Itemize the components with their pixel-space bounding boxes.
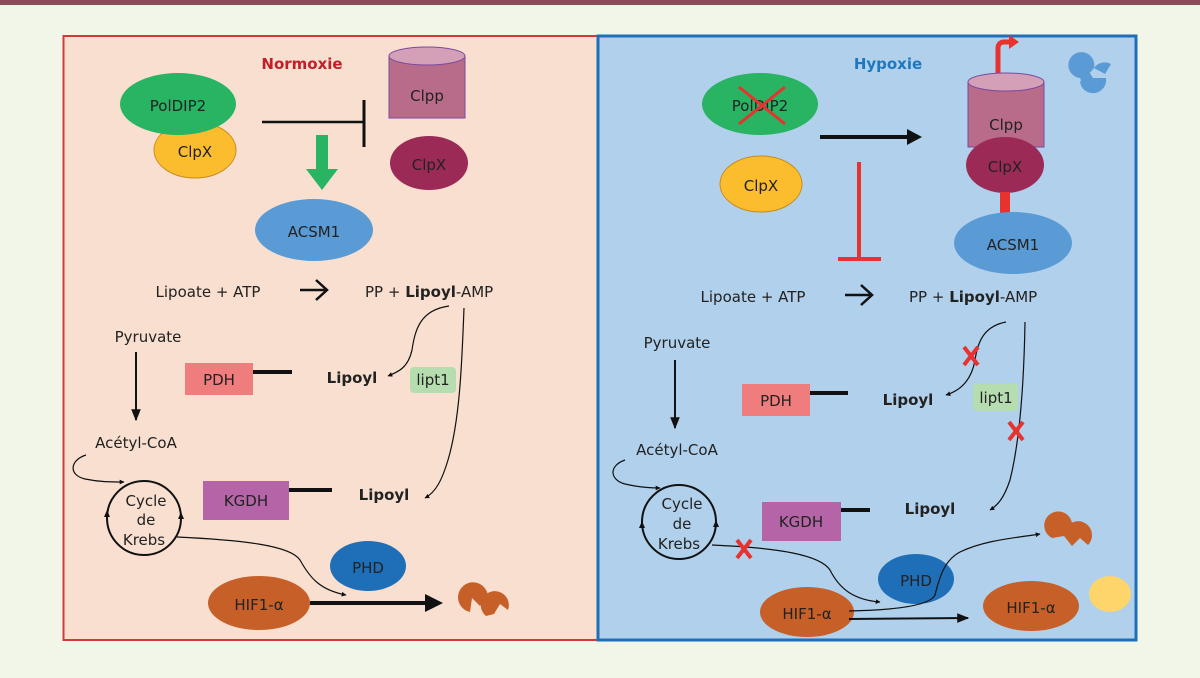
krebs-arrowhead-right (178, 512, 184, 519)
acsm1-label: ACSM1 (288, 223, 340, 241)
clpx-complex-ellipse (390, 136, 468, 190)
normoxia-panel-bg (62, 35, 599, 641)
absent-cross-icon (738, 85, 786, 126)
degradation-arrowhead (425, 594, 443, 612)
krebs-label-line2: de (137, 511, 156, 529)
reaction-arrow (300, 279, 329, 301)
clpx-complex-ellipse (966, 137, 1044, 193)
lipt1-box (973, 383, 1018, 411)
acsm1-label: ACSM1 (987, 236, 1039, 254)
krebs-to-phd-curve (711, 544, 881, 605)
export-arrow (995, 39, 1010, 82)
reactants-label: Lipoate + ATP (156, 283, 261, 301)
clpp-label: Clpp (410, 87, 444, 105)
pdh-box (185, 363, 253, 395)
export-arrowhead (1009, 35, 1019, 49)
products-label: PP + Lipoyl-AMP (365, 283, 493, 301)
clpp-cylinder: Clpp (967, 72, 1045, 148)
clpx-free-ellipse (719, 155, 803, 213)
krebs-arrowhead-left (639, 521, 645, 528)
stabilization-arrow (848, 613, 970, 623)
poldip2-label: PolDIP2 (150, 97, 206, 115)
krebs-label-line3: Krebs (658, 535, 700, 553)
reactants-label: Lipoate + ATP (701, 288, 806, 306)
lipoyl-transfer-curve-kgdh (989, 321, 1026, 511)
krebs-to-phd-curve (176, 536, 347, 597)
phd-label: PHD (900, 572, 932, 590)
acetyl-coa-arrow (612, 459, 661, 491)
activation-arrowhead (907, 129, 922, 145)
kgdh-box (203, 481, 289, 520)
blocked-cross-icon (735, 538, 753, 560)
acsm1-ellipse (954, 212, 1072, 274)
degraded-hif-fragments-icon (458, 582, 509, 616)
blocked-cross-icon (1007, 420, 1025, 442)
binding-link (1000, 192, 1010, 218)
reaction-arrow (845, 284, 874, 306)
lipt1-label: lipt1 (979, 389, 1012, 407)
acetyl-coa-label: Acétyl-CoA (636, 441, 718, 459)
clpx-complex-label: ClpX (412, 156, 446, 174)
hif-to-degradation-curve (848, 532, 1041, 612)
lipoyl-kgdh-label: Lipoyl (905, 500, 956, 518)
normoxia-title: Normoxie (261, 55, 342, 73)
lipt1-label: lipt1 (416, 371, 449, 389)
degraded-hif-fragments-icon (1044, 511, 1092, 546)
hif1a-stabilized-ellipse (983, 581, 1079, 631)
pdh-box (742, 384, 810, 416)
lipoyl-transfer-curve-kgdh (424, 307, 465, 499)
phd-ellipse (878, 554, 954, 604)
hypoxia-panel: Hypoxie PolDIP2 ClpX Clpp (596, 34, 1138, 642)
hif1a-ellipse (760, 587, 854, 637)
hif1a-label: HIF1-α (782, 605, 831, 623)
hif1a-label: HIF1-α (234, 596, 283, 614)
lipoyl-kgdh-label: Lipoyl (359, 486, 410, 504)
kgdh-box (762, 502, 841, 541)
pyruvate-label: Pyruvate (644, 334, 711, 352)
krebs-arrowhead-left (104, 510, 110, 517)
pdh-label: PDH (760, 392, 792, 410)
products-label: PP + Lipoyl-AMP (909, 288, 1037, 306)
clpp-cylinder: Clpp (388, 46, 466, 119)
hif1a-ellipse (208, 576, 310, 630)
krebs-label-line2: de (673, 515, 692, 533)
acetyl-coa-label: Acétyl-CoA (95, 434, 177, 452)
lipoyl-pdh-label: Lipoyl (327, 369, 378, 387)
activation-arrow (306, 135, 338, 190)
poldip2-ellipse (120, 73, 236, 135)
krebs-label-line1: Cycle (126, 492, 167, 510)
top-bar (0, 0, 1200, 5)
kgdh-label: KGDH (224, 492, 268, 510)
hypoxia-title: Hypoxie (854, 55, 922, 73)
pyruvate-label: Pyruvate (115, 328, 182, 346)
hif-partner-ellipse (1089, 576, 1131, 612)
clpx-free-label: ClpX (178, 143, 212, 161)
acsm1-ellipse (255, 199, 373, 261)
lipoyl-transfer-curve-pdh (387, 305, 450, 377)
clpx-complex-label: ClpX (988, 158, 1022, 176)
pdh-label: PDH (203, 371, 235, 389)
hif1a-stabilized-label: HIF1-α (1006, 599, 1055, 617)
clpx-free-label: ClpX (744, 177, 778, 195)
pie-chart-icon (1068, 52, 1111, 94)
krebs-label-line1: Cycle (662, 495, 703, 513)
lipoyl-pdh-label: Lipoyl (883, 391, 934, 409)
acetyl-coa-arrow (72, 454, 125, 485)
phd-label: PHD (352, 559, 384, 577)
normoxia-panel: Normoxie ClpX PolDIP2 Clpp ClpX ACSM1 Li… (62, 35, 599, 641)
krebs-label-line3: Krebs (123, 531, 165, 549)
lipt1-box (410, 367, 456, 393)
kgdh-label: KGDH (779, 513, 823, 531)
krebs-arrowhead-right (713, 520, 719, 527)
phd-ellipse (330, 541, 406, 591)
clpp-label: Clpp (989, 116, 1023, 134)
blocked-cross-icon (962, 345, 980, 367)
